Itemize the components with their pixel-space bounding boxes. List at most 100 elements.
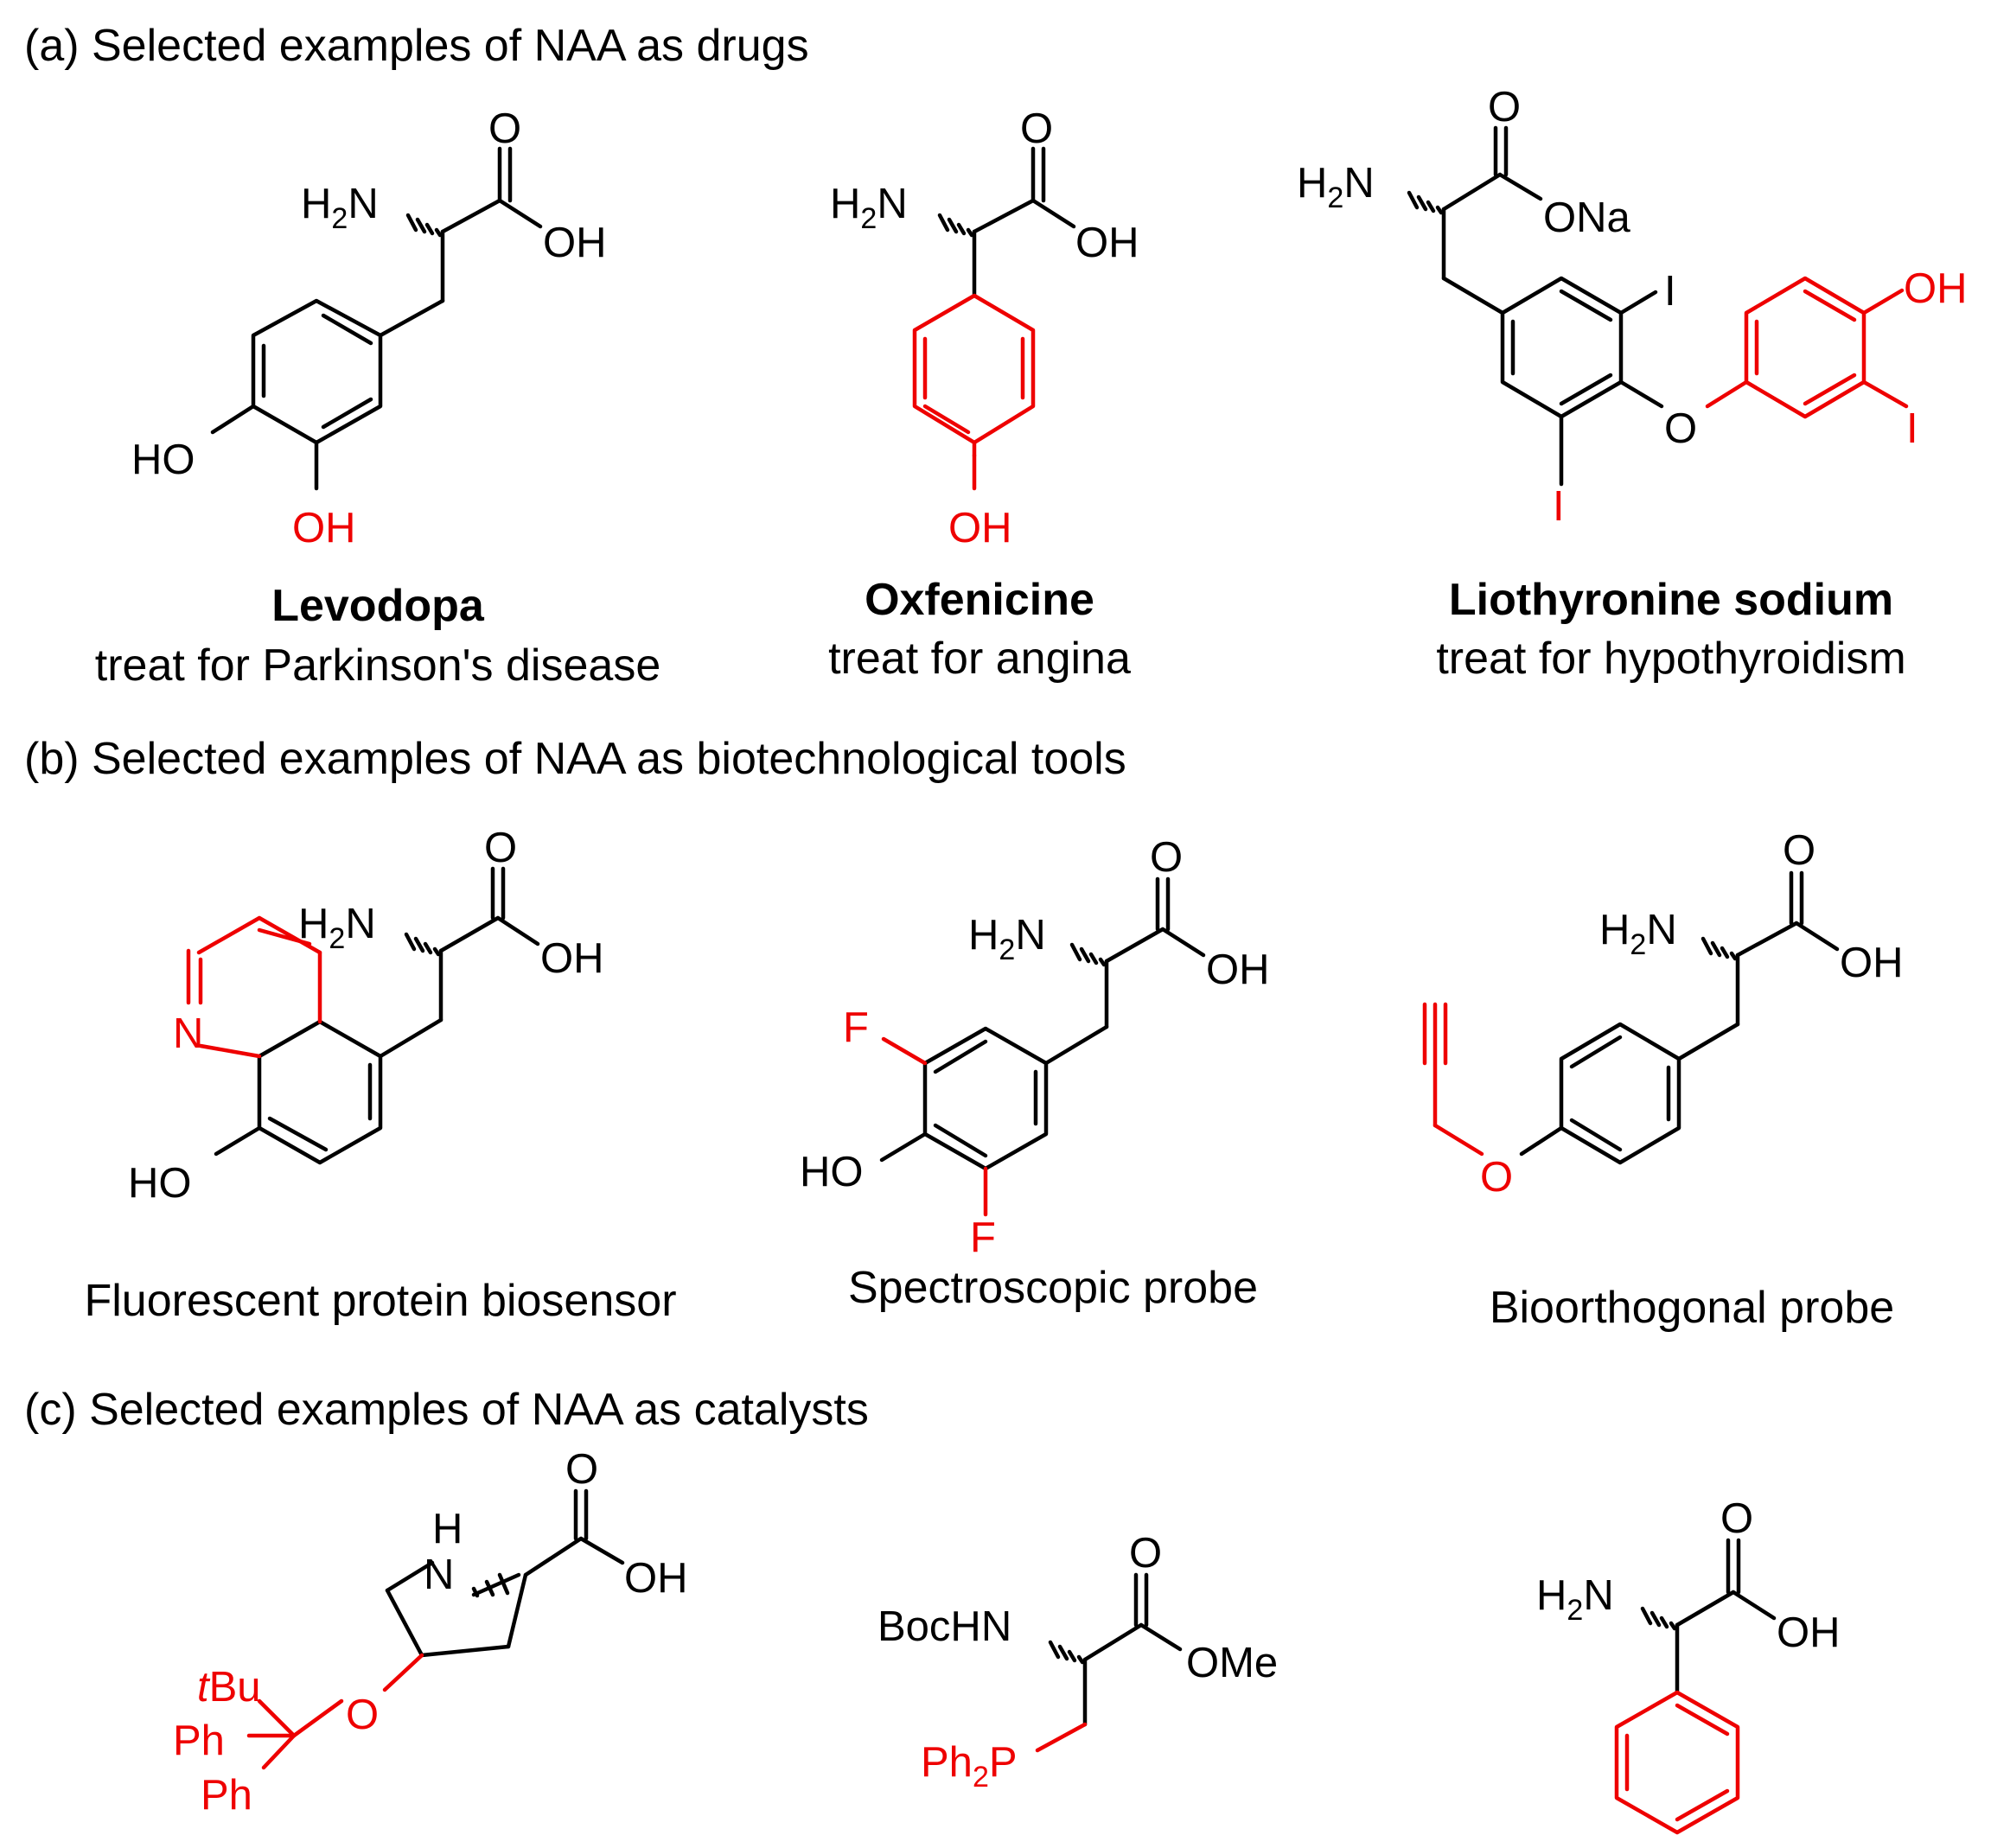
bond — [1710, 940, 1722, 958]
bond — [321, 397, 373, 430]
bond — [1675, 1788, 1730, 1822]
bond — [1441, 276, 1505, 315]
atom-label: F — [970, 1214, 996, 1261]
atom-label: OH — [948, 505, 1012, 551]
atom-label: O — [1020, 105, 1053, 152]
bond — [1057, 1644, 1069, 1661]
bond — [1407, 190, 1420, 210]
atom-label: H2N — [1536, 1572, 1614, 1627]
atom-label: H — [432, 1506, 463, 1552]
bond — [424, 222, 435, 236]
bond — [404, 932, 417, 952]
bond — [419, 1644, 511, 1658]
bond — [1744, 276, 1866, 419]
atom-label: Ph — [173, 1717, 225, 1764]
bond — [1079, 946, 1091, 964]
liothyronine-structure: O ONa H2N I O I OH I — [1297, 84, 1968, 530]
bond — [1088, 952, 1099, 965]
atom-label: H2N — [1297, 160, 1375, 214]
oxfenicine-use: treat for angina — [828, 634, 1131, 684]
quinoline-probe-structure: O OH H2N N HO — [128, 825, 604, 1207]
bond — [933, 1039, 988, 1074]
bond — [506, 1572, 528, 1649]
bond — [1614, 1690, 1740, 1835]
atom-label: OH — [543, 220, 607, 266]
bond — [1659, 1615, 1669, 1629]
levodopa-stereo-hash — [405, 213, 443, 238]
bond — [947, 217, 959, 234]
atom-label: HO — [131, 437, 195, 483]
bond — [1669, 1621, 1677, 1631]
bond — [1031, 198, 1076, 229]
bond — [1426, 200, 1436, 213]
bond — [1519, 1125, 1564, 1157]
bond — [933, 1123, 988, 1158]
oxfenicine-name: Oxfenicine — [865, 575, 1094, 625]
bond — [267, 1116, 329, 1152]
bond — [922, 404, 971, 435]
bond — [1675, 1703, 1730, 1736]
atom-label: tBu — [197, 1664, 261, 1711]
bond — [497, 198, 543, 229]
bond — [1861, 379, 1909, 409]
liothyronine-name: Liothyronine sodium — [1449, 575, 1893, 625]
atom-label: OH — [540, 935, 604, 982]
bond — [1701, 936, 1713, 956]
atom-label: H2N — [301, 181, 379, 235]
bond — [1441, 172, 1503, 212]
atom-label: I — [1664, 268, 1676, 315]
bond — [261, 1733, 297, 1770]
levodopa-name: Levodopa — [271, 581, 485, 631]
bond — [1082, 1622, 1144, 1662]
bond — [879, 1131, 928, 1163]
bond — [972, 198, 1036, 234]
bond — [434, 227, 443, 238]
bond — [196, 915, 262, 955]
bond — [432, 946, 441, 957]
atom-label: O — [346, 1692, 379, 1738]
bond — [210, 404, 256, 435]
bond — [378, 1017, 443, 1059]
atom-label: OMe — [1186, 1640, 1278, 1686]
atom-label: OH — [1840, 940, 1904, 986]
bond — [471, 1572, 521, 1597]
atom-label: H2N — [968, 912, 1046, 966]
atom-label: F — [843, 1004, 869, 1051]
bond — [257, 927, 312, 946]
bond — [937, 213, 950, 233]
bond — [1803, 289, 1857, 322]
bond — [1559, 373, 1613, 406]
bond — [1794, 921, 1840, 952]
bond — [1048, 1640, 1061, 1660]
bond — [966, 227, 974, 238]
atom-label: O — [1783, 827, 1815, 874]
bond — [1076, 1654, 1085, 1665]
bond — [1139, 1622, 1183, 1652]
bond — [378, 298, 445, 338]
bond — [1675, 1590, 1736, 1628]
atom-label: OH — [624, 1555, 688, 1602]
bond — [413, 936, 425, 953]
bond — [1803, 373, 1857, 406]
bond — [956, 222, 967, 236]
bond — [1705, 379, 1749, 409]
atom-label: ONa — [1543, 194, 1631, 241]
bond — [1035, 1722, 1088, 1753]
bond — [1618, 379, 1664, 409]
bond — [1618, 290, 1658, 315]
bond — [1067, 1649, 1077, 1663]
atom-label: O — [565, 1446, 598, 1493]
bond — [440, 198, 502, 234]
difluorotyrosine-caption: Spectroscopic probe — [848, 1263, 1258, 1313]
bond — [484, 1579, 495, 1597]
phosphine-catalyst-structure: O OMe BocHN Ph2P — [877, 1530, 1278, 1794]
levodopa-use: treat for Parkinson's disease — [95, 640, 660, 691]
propargyl-tyrosine-caption: Bioorthogonal probe — [1490, 1283, 1894, 1333]
bond — [1416, 194, 1428, 212]
bond — [415, 217, 427, 234]
bond — [578, 1536, 625, 1565]
bond — [1559, 289, 1613, 322]
difluorotyrosine-structure: O OH H2N F HO F — [800, 834, 1270, 1261]
atom-label: O — [1150, 834, 1183, 881]
atom-label: OH — [1206, 946, 1270, 993]
